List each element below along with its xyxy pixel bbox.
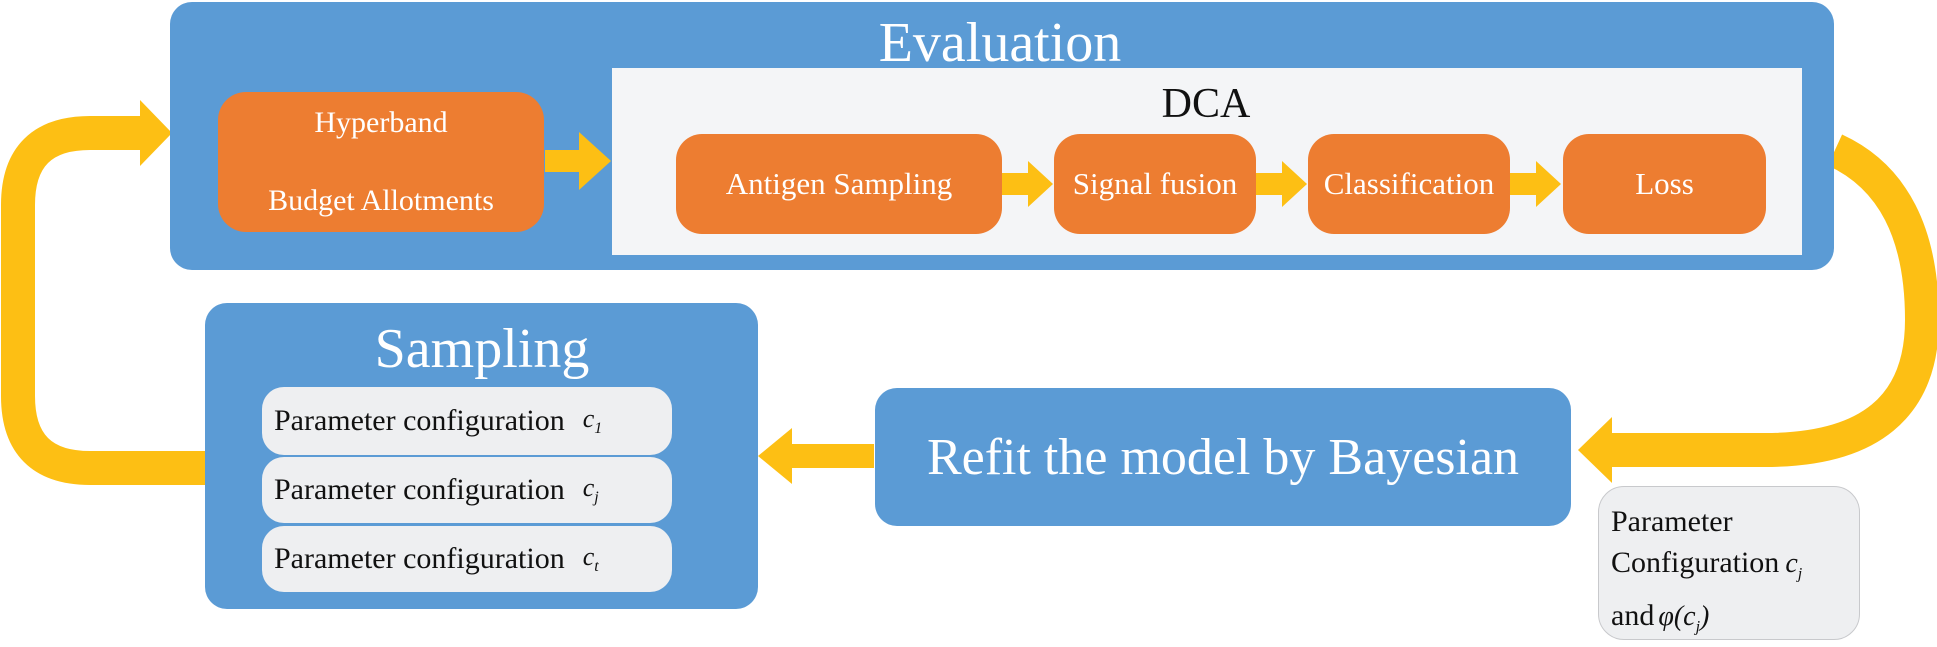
- sampling-item-symbol: ct: [582, 541, 599, 576]
- sampling-item-label: Parameter configuration: [274, 542, 565, 575]
- sampling-item: Parameter configuration ct: [262, 526, 672, 592]
- output-note-line1: Parameter: [1611, 505, 1733, 538]
- sampling-item-label: Parameter configuration: [274, 404, 565, 437]
- hyperband-box: Hyperband Budget Allotments: [218, 92, 544, 232]
- sampling-item: Parameter configuration cj: [262, 457, 672, 523]
- evaluation-title: Evaluation: [878, 12, 1122, 74]
- dca-step-classification: Classification: [1308, 134, 1510, 234]
- refit-to-sampling-arrow-head: [758, 428, 792, 484]
- dca-step-antigen-sampling: Antigen Sampling: [676, 134, 1002, 234]
- sampling-item-symbol: cj: [582, 472, 599, 507]
- budget-allotments-label: Budget Allotments: [268, 184, 494, 217]
- loop-arrow-left-head: [140, 100, 172, 166]
- loop-arrow-right-head: [1578, 417, 1612, 483]
- loop-arrow-right: [1610, 134, 1937, 467]
- loop-arrow-left: [1, 116, 205, 485]
- refit-box: Refit the model by Bayesian: [875, 388, 1571, 526]
- hyperband-label: Hyperband: [314, 106, 448, 139]
- dca-step-arrow: [1002, 161, 1053, 207]
- refit-to-sampling-arrow: [792, 444, 874, 468]
- dca-step-arrow: [1510, 161, 1561, 207]
- refit-label: Refit the model by Bayesian: [926, 428, 1520, 486]
- dca-step-arrow: [1256, 161, 1307, 207]
- dca-step-signal-fusion: Signal fusion: [1054, 134, 1256, 234]
- sampling-item: Parameter configuration c1: [262, 387, 672, 455]
- dca-step-loss: Loss: [1563, 134, 1766, 234]
- sampling-item-label: Parameter configuration: [274, 473, 565, 506]
- hyperband-to-dca-arrow: [545, 132, 611, 190]
- sampling-title: Sampling: [374, 318, 590, 380]
- sampling-item-symbol: c1: [582, 403, 603, 438]
- dca-title: DCA: [1161, 81, 1251, 127]
